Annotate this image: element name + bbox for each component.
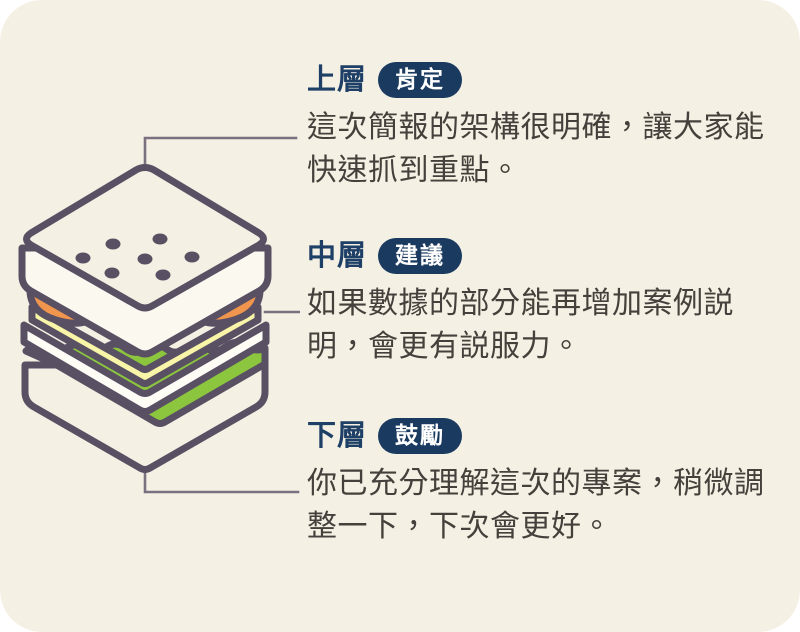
body-text-middle: 如果數據的部分能再增加案例説明，會更有説服力。 bbox=[307, 287, 734, 363]
badge-top: 肯定 bbox=[378, 62, 463, 98]
layer-label-middle: 中層 bbox=[307, 239, 368, 272]
body-text-top: 這次簡報的架構很明確，讓大家能快速抓到重點。 bbox=[307, 111, 765, 187]
badge-middle: 建議 bbox=[378, 238, 463, 274]
annotation-block-bottom: 下層 鼓勵 你已充分理解這次的專案，稍微調整一下，下次會更好。 bbox=[307, 418, 785, 548]
body-text-bottom: 你已充分理解這次的專案，稍微調整一下，下次會更好。 bbox=[307, 467, 765, 543]
top-bread-slice bbox=[18, 164, 272, 358]
layer-label-bottom: 下層 bbox=[307, 419, 368, 452]
sandwich-svg bbox=[18, 136, 300, 494]
heading-middle: 中層 建議 bbox=[307, 238, 785, 274]
annotation-block-middle: 中層 建議 如果數據的部分能再增加案例説明，會更有説服力。 bbox=[307, 238, 785, 368]
layer-label-top: 上層 bbox=[307, 63, 368, 96]
annotation-block-top: 上層 肯定 這次簡報的架構很明確，讓大家能快速抓到重點。 bbox=[307, 62, 785, 192]
heading-top: 上層 肯定 bbox=[307, 62, 785, 98]
bread-crumb-dots bbox=[75, 233, 200, 281]
badge-bottom: 鼓勵 bbox=[378, 418, 463, 454]
annotation-column: 上層 肯定 這次簡報的架構很明確，讓大家能快速抓到重點。 中層 建議 如果數據的… bbox=[307, 0, 787, 632]
heading-bottom: 下層 鼓勵 bbox=[307, 418, 785, 454]
cheese-layer bbox=[28, 303, 262, 387]
sandwich-illustration bbox=[0, 100, 300, 520]
mayo-layer bbox=[20, 321, 270, 415]
